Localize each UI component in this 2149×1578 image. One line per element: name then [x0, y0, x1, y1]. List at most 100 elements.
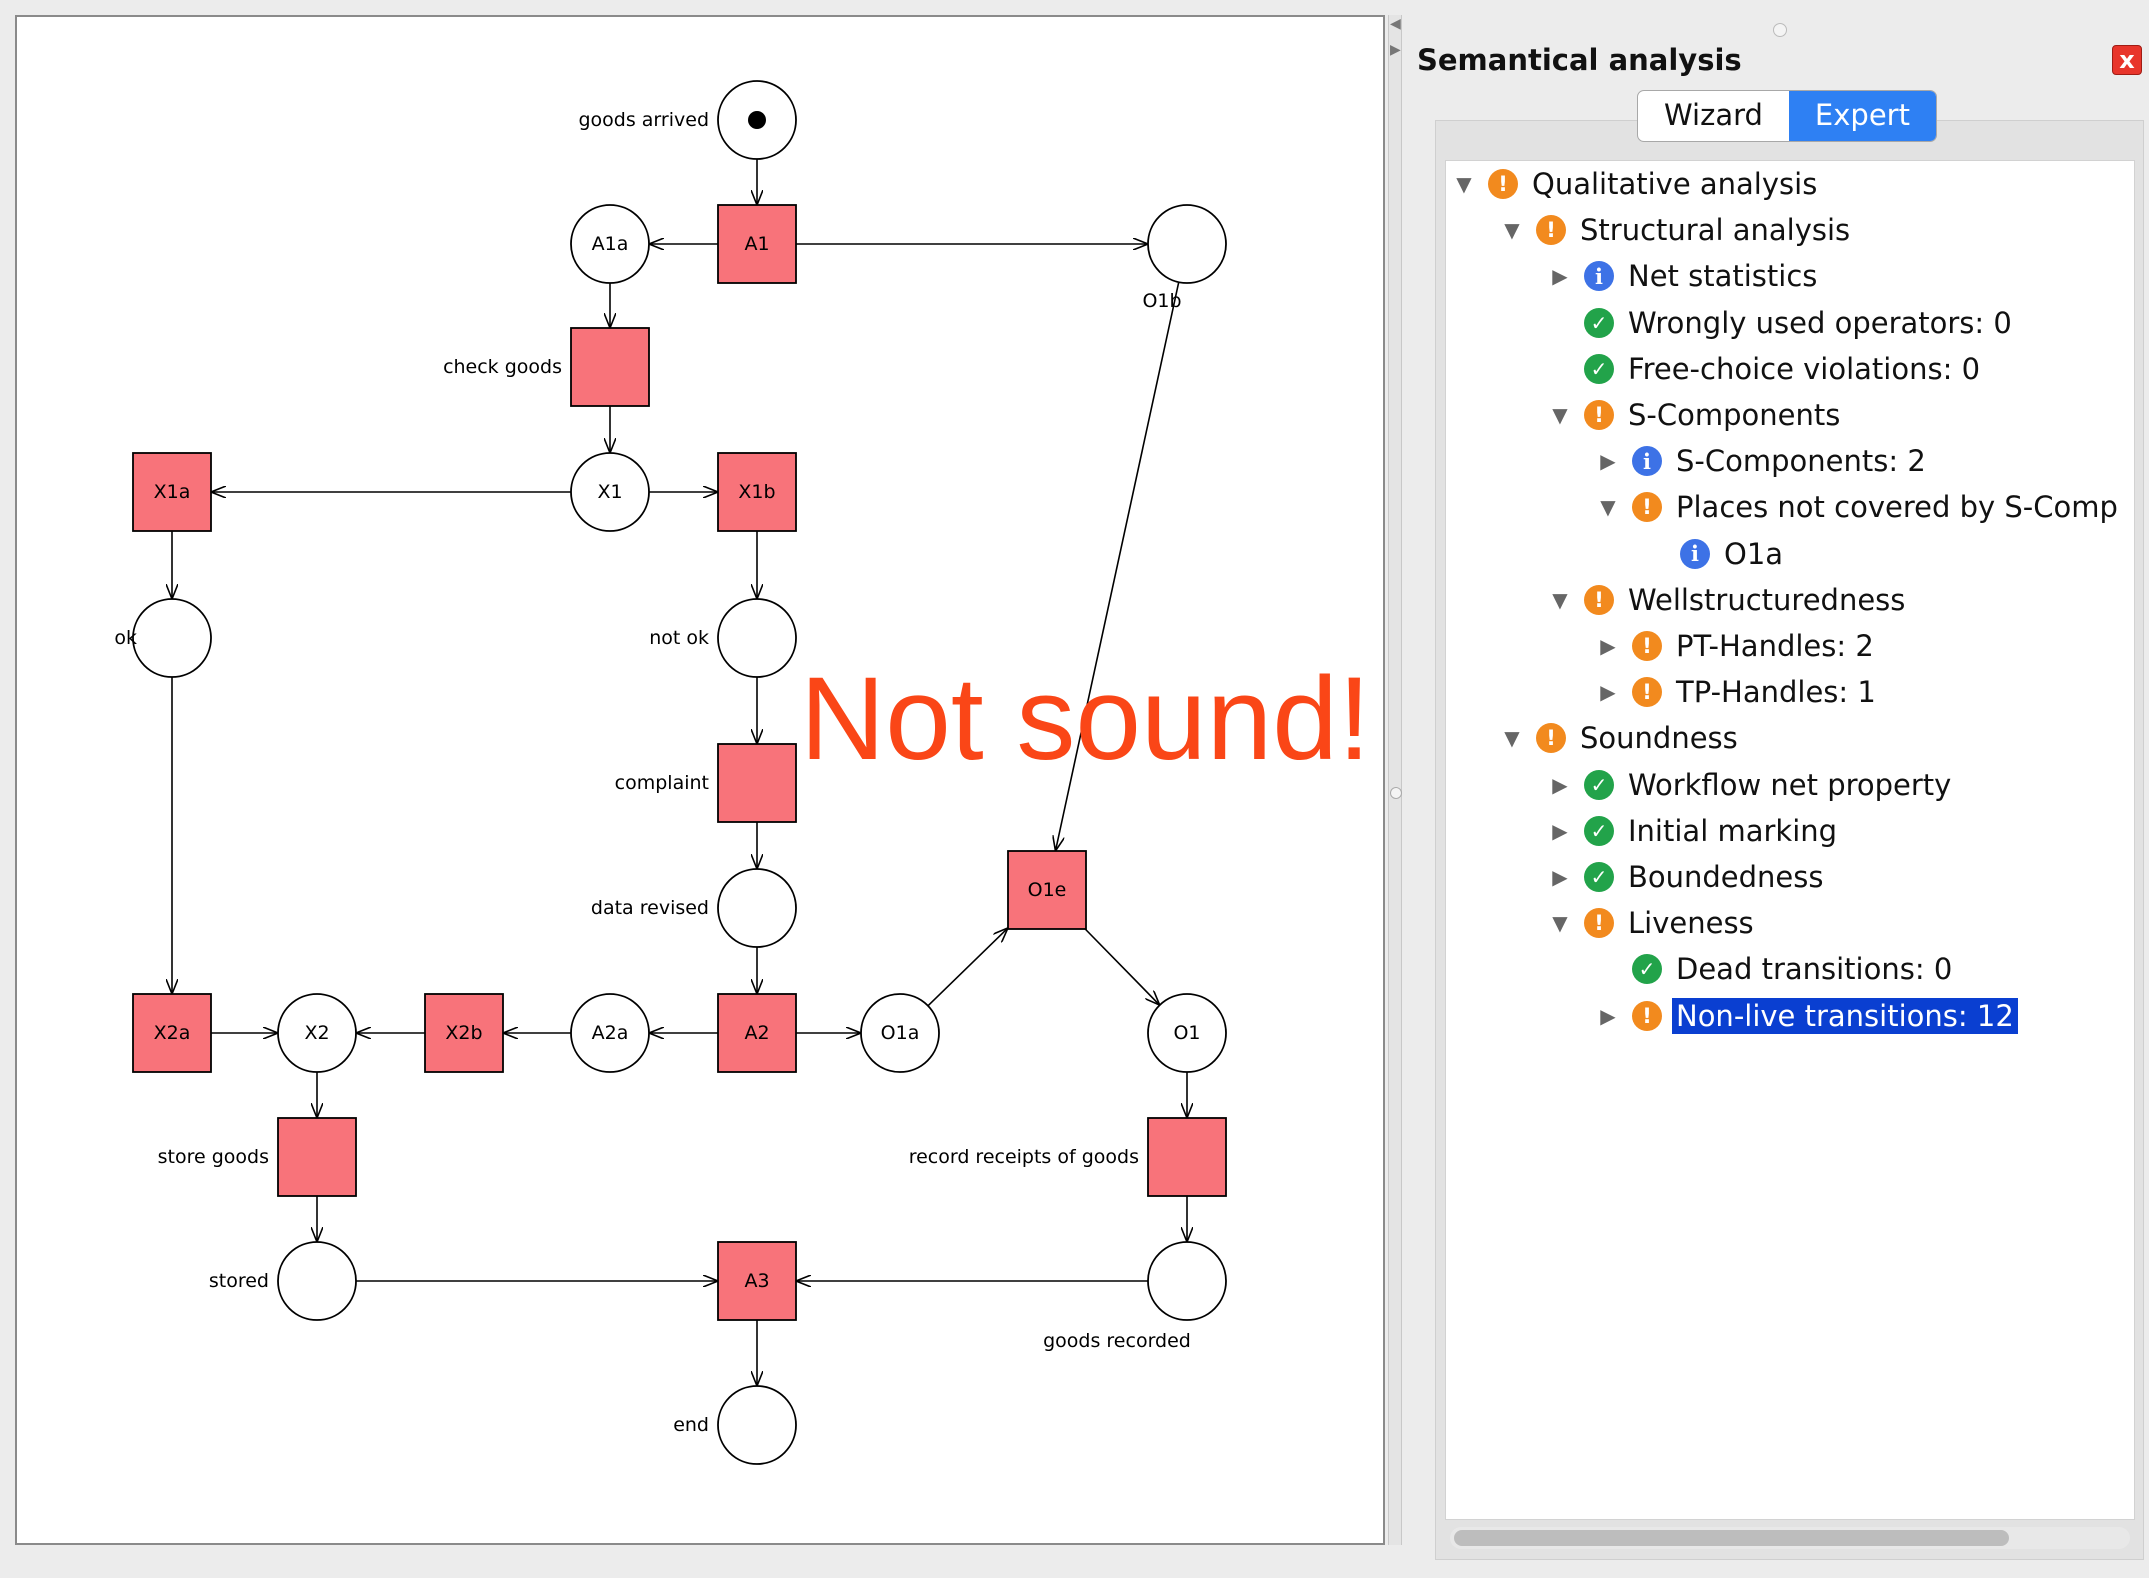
place-O1a[interactable] — [860, 993, 940, 1073]
expanded-arrow-icon[interactable]: ▼ — [1504, 726, 1520, 751]
collapsed-arrow-icon[interactable]: ▶ — [1552, 865, 1568, 889]
transition-id-O1e: O1e — [1028, 879, 1067, 901]
place-not_ok[interactable] — [717, 598, 797, 678]
arc-O1e-to-O1[interactable] — [1084, 928, 1160, 1005]
warning-icon: ! — [1584, 584, 1614, 615]
transition-record_receipts[interactable] — [1147, 1117, 1227, 1197]
transition-label-record_receipts: record receipts of goods — [909, 1146, 1139, 1168]
transition-X2a[interactable] — [132, 993, 212, 1073]
transition-X1a[interactable] — [132, 452, 212, 532]
tree-item[interactable]: ▶ ✓ Boundedness — [1550, 857, 1828, 897]
tree-item-label: Soundness — [1580, 721, 1738, 756]
tree-item-label: Wellstructuredness — [1628, 582, 1906, 617]
expanded-arrow-icon[interactable]: ▼ — [1504, 218, 1520, 243]
collapsed-arrow-icon[interactable]: ▶ — [1600, 1003, 1616, 1028]
tree-item-label: Free-choice violations: 0 — [1628, 351, 1981, 386]
place-label-ok: ok — [114, 627, 137, 649]
place-data_revised[interactable] — [717, 868, 797, 948]
warning-icon: ! — [1632, 492, 1662, 523]
tree-item[interactable]: ▶✓Initial marking — [1550, 811, 1841, 851]
transition-label-store_goods: store goods — [158, 1146, 269, 1168]
tree-item[interactable]: ▼!S-Components — [1550, 395, 1844, 435]
transition-label-complaint: complaint — [615, 772, 709, 794]
tree-item[interactable]: ▼! Wellstructuredness — [1550, 580, 1909, 620]
expanded-arrow-icon[interactable]: ▼ — [1456, 172, 1472, 196]
collapse-left-arrow-icon[interactable]: ◀ — [1390, 16, 1401, 32]
tree-item[interactable]: ▼!Structural analysis — [1502, 210, 1854, 250]
collapsed-arrow-icon[interactable]: ▶ — [1600, 680, 1616, 705]
info-icon: i — [1584, 261, 1614, 292]
tree-item-label: Non-live transitions: 12 — [1672, 997, 2018, 1034]
collapsed-arrow-icon[interactable]: ▶ — [1600, 634, 1616, 658]
expanded-arrow-icon[interactable]: ▼ — [1552, 911, 1568, 936]
transition-complaint[interactable] — [717, 743, 797, 823]
transition-check_goods[interactable] — [570, 327, 650, 407]
tree-item[interactable]: ▼!Places not covered by S-Comp — [1598, 487, 2122, 527]
collapsed-arrow-icon[interactable]: ▶ — [1552, 772, 1568, 797]
tree-item[interactable]: ▼!Qualitative analysis — [1454, 164, 1821, 204]
tree-item[interactable]: ▶!TP-Handles: 1 — [1598, 672, 1880, 712]
panel-grip-icon[interactable] — [1773, 23, 1787, 37]
transition-A3[interactable] — [717, 1241, 797, 1321]
tree-item-label: Wrongly used operators: 0 — [1628, 305, 2012, 340]
place-label-data_revised: data revised — [591, 897, 709, 919]
place-id-A1a: A1a — [592, 233, 629, 255]
close-button[interactable]: x — [2112, 45, 2142, 75]
place-label-stored: stored — [209, 1270, 269, 1292]
tree-item[interactable]: ▼!Liveness — [1550, 903, 1758, 943]
tree-item[interactable]: ▶✓Workflow net property — [1550, 765, 1955, 805]
tree-item[interactable]: ▶!Non-live transitions: 12 — [1598, 996, 2018, 1036]
place-X1[interactable] — [570, 452, 650, 532]
place-X2[interactable] — [277, 993, 357, 1073]
check-icon: ✓ — [1584, 862, 1614, 892]
panel-splitter[interactable]: ◀ ▶ — [1388, 15, 1402, 1545]
transition-X2b[interactable] — [424, 993, 504, 1073]
place-O1[interactable] — [1147, 993, 1227, 1073]
place-ok[interactable] — [132, 598, 212, 678]
transition-A2[interactable] — [717, 993, 797, 1073]
transition-id-X2b: X2b — [445, 1022, 482, 1044]
collapsed-arrow-icon[interactable]: ▶ — [1552, 264, 1568, 289]
scrollbar-thumb[interactable] — [1454, 1530, 2009, 1546]
place-label-O1b: O1b — [1142, 290, 1181, 312]
tree-item[interactable]: ▶!PT-Handles: 2 — [1598, 626, 1878, 666]
splitter-grip-icon[interactable] — [1390, 787, 1402, 799]
tab-wizard[interactable]: Wizard — [1664, 98, 1763, 132]
check-icon: ✓ — [1584, 353, 1614, 384]
transition-id-X1a: X1a — [154, 481, 191, 503]
expanded-arrow-icon[interactable]: ▼ — [1552, 403, 1568, 427]
collapsed-arrow-icon[interactable]: ▶ — [1600, 449, 1616, 474]
place-label-end: end — [673, 1414, 709, 1436]
tree-item-label: Boundedness — [1628, 860, 1824, 894]
place-stored[interactable] — [277, 1241, 357, 1321]
horizontal-scrollbar[interactable] — [1450, 1527, 2130, 1549]
tree-item[interactable]: ▶✓Dead transitions: 0 — [1598, 949, 1956, 989]
expanded-arrow-icon[interactable]: ▼ — [1600, 495, 1616, 520]
place-A1a[interactable] — [570, 204, 650, 284]
tree-item[interactable]: ▶✓Wrongly used operators: 0 — [1550, 303, 2016, 343]
tab-expert[interactable]: Expert — [1788, 91, 1936, 141]
place-goods_recorded[interactable] — [1147, 1241, 1227, 1321]
transition-store_goods[interactable] — [277, 1117, 357, 1197]
place-end[interactable] — [717, 1385, 797, 1465]
transition-O1e[interactable] — [1007, 850, 1087, 930]
expanded-arrow-icon[interactable]: ▼ — [1552, 587, 1568, 612]
check-icon: ✓ — [1584, 769, 1614, 800]
transition-X1b[interactable] — [717, 452, 797, 532]
place-A2a[interactable] — [570, 993, 650, 1073]
place-O1b[interactable] — [1147, 204, 1227, 284]
collapsed-arrow-icon[interactable]: ▶ — [1552, 818, 1568, 843]
expand-right-arrow-icon[interactable]: ▶ — [1390, 42, 1401, 58]
transition-A1[interactable] — [717, 204, 797, 284]
tree-item[interactable]: ▼!Soundness — [1502, 718, 1742, 758]
arc-O1a-to-O1e[interactable] — [927, 928, 1008, 1007]
tree-item[interactable]: ▶✓Free-choice violations: 0 — [1550, 349, 1984, 389]
transition-id-A1: A1 — [744, 233, 769, 255]
arc-O1b-to-O1e[interactable] — [1055, 281, 1180, 851]
warning-icon: ! — [1632, 631, 1662, 661]
